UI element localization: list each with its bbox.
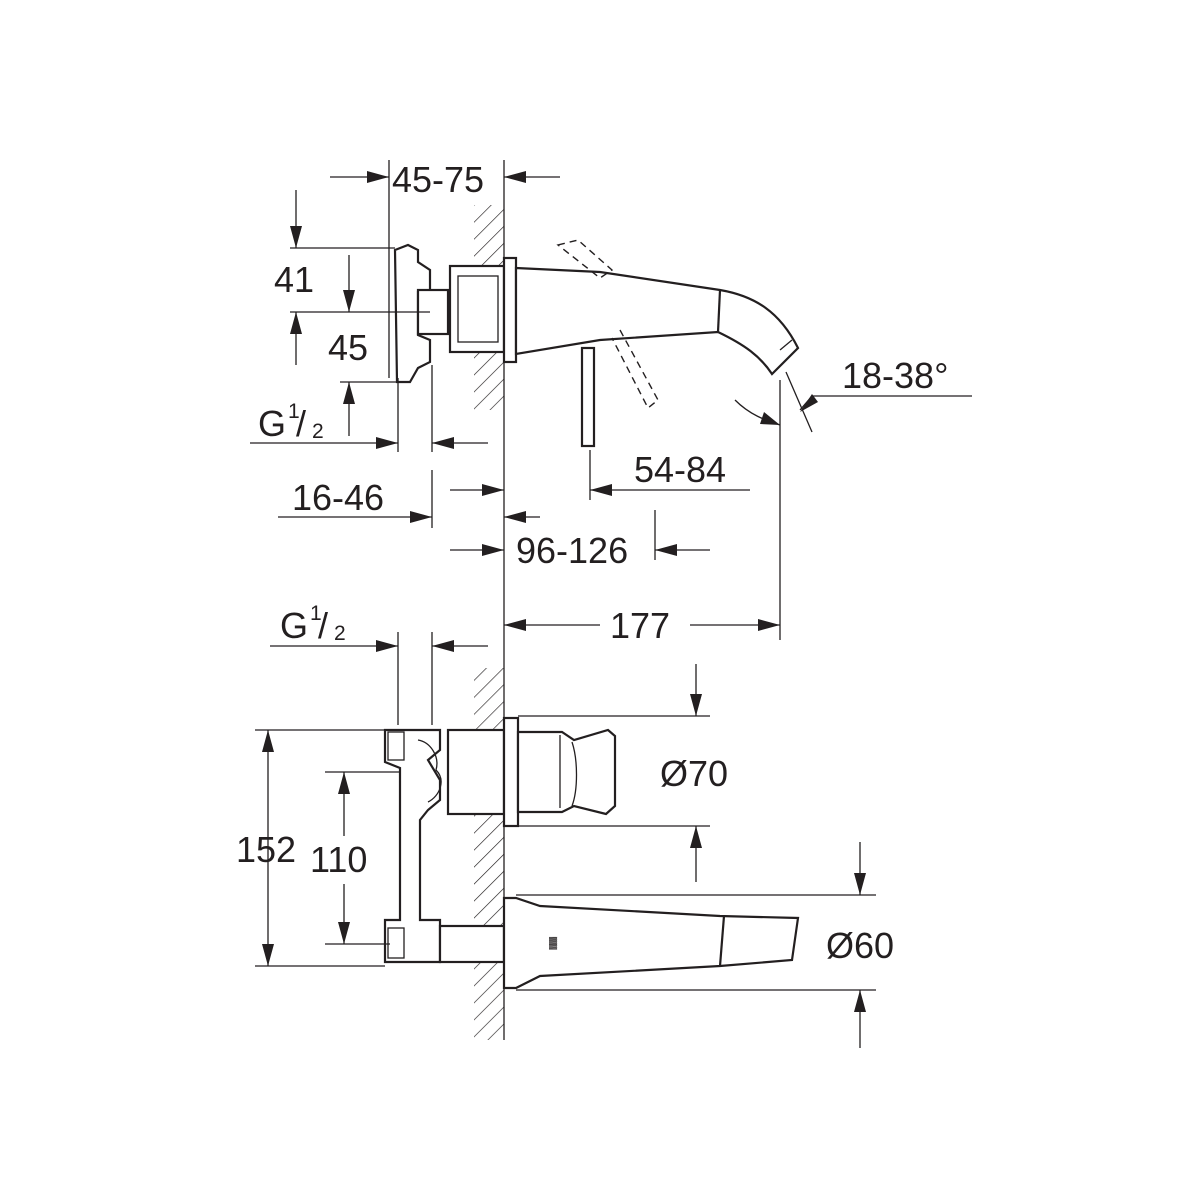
arrow-front-g-right bbox=[432, 640, 454, 652]
wall-hatch-front bbox=[474, 668, 504, 1040]
arrow-angle-right bbox=[800, 394, 818, 412]
label-g-top-den: 2 bbox=[312, 420, 324, 443]
label-16-46: 16-46 bbox=[292, 477, 384, 518]
handle-knob-detail bbox=[559, 735, 578, 808]
valve-bottom-nut bbox=[387, 927, 405, 959]
label-g-front-num: 1 bbox=[310, 602, 322, 625]
handle-flange-front bbox=[502, 716, 520, 828]
top-view: 45-75 41 45 G 1 / 2 16-46 54-84 96-126 1… bbox=[250, 159, 972, 646]
spout-joint bbox=[716, 289, 722, 333]
spout-front-joint bbox=[718, 915, 726, 967]
arrow-60-top bbox=[854, 873, 866, 895]
spout-top bbox=[514, 266, 800, 376]
arrow-41-down bbox=[290, 226, 302, 248]
arrow-152-top bbox=[262, 730, 274, 752]
label-110: 110 bbox=[310, 839, 367, 880]
spout-tip-detail bbox=[779, 339, 793, 351]
arrow-16-46-left bbox=[410, 511, 432, 523]
arrow-45-75-right bbox=[504, 171, 526, 183]
label-152: 152 bbox=[236, 829, 296, 870]
body-block bbox=[448, 264, 506, 354]
label-45: 45 bbox=[328, 327, 368, 368]
arrow-177-right bbox=[758, 619, 780, 631]
arrow-45-down bbox=[343, 290, 355, 312]
valve-top-nut bbox=[387, 731, 405, 761]
arrow-41-up bbox=[290, 312, 302, 334]
front-view: ▓ G 1 / 2 152 110 Ø70 Ø bbox=[236, 602, 894, 1048]
label-g-front: G bbox=[280, 605, 308, 646]
lever-alt-position bbox=[556, 239, 659, 410]
label-g-front-slash: / bbox=[318, 605, 328, 646]
arrow-70-bottom bbox=[690, 826, 702, 848]
arrow-45-75-left bbox=[367, 171, 389, 183]
label-g-top-slash: / bbox=[296, 403, 306, 444]
label-g-top-num: 1 bbox=[288, 400, 300, 423]
handle-knob-front bbox=[516, 728, 617, 816]
arrow-60-bottom bbox=[854, 990, 866, 1012]
arrow-16-46-right bbox=[482, 484, 504, 496]
spout-pipe bbox=[438, 924, 506, 964]
label-41: 41 bbox=[274, 259, 314, 300]
arrow-96-126-right bbox=[655, 544, 677, 556]
arrow-g-top-left bbox=[376, 437, 398, 449]
body-block-inner bbox=[457, 275, 499, 343]
arrow-110-top bbox=[338, 772, 350, 794]
wall-flange bbox=[502, 256, 518, 364]
arrow-96-126-left bbox=[482, 544, 504, 556]
arrow-16-46-wall bbox=[504, 511, 526, 523]
arrow-angle-left bbox=[760, 412, 780, 425]
label-54-84: 54-84 bbox=[634, 449, 726, 490]
handle-body-front bbox=[446, 728, 506, 816]
valve-frame bbox=[383, 728, 442, 964]
arrow-g-top-right bbox=[432, 437, 454, 449]
arrow-152-bottom bbox=[262, 944, 274, 966]
label-dia60: Ø60 bbox=[826, 925, 894, 966]
label-96-126: 96-126 bbox=[516, 530, 628, 571]
label-45-75: 45-75 bbox=[392, 159, 484, 200]
label-angle: 18-38° bbox=[842, 355, 948, 396]
arrow-70-top bbox=[690, 694, 702, 716]
arrow-54-84 bbox=[590, 484, 612, 496]
label-g-top: G bbox=[258, 403, 286, 444]
arrow-front-g-left bbox=[376, 640, 398, 652]
arrow-110-bottom bbox=[338, 922, 350, 944]
angle-line bbox=[785, 371, 813, 433]
brand-logo-mark: ▓ bbox=[549, 936, 558, 950]
label-g-front-den: 2 bbox=[334, 622, 346, 645]
label-dia70: Ø70 bbox=[660, 753, 728, 794]
label-177: 177 bbox=[610, 605, 670, 646]
valve-detail bbox=[417, 739, 442, 803]
lever-rod bbox=[580, 346, 596, 448]
arrow-177-left bbox=[504, 619, 526, 631]
arrow-45-up bbox=[343, 382, 355, 404]
